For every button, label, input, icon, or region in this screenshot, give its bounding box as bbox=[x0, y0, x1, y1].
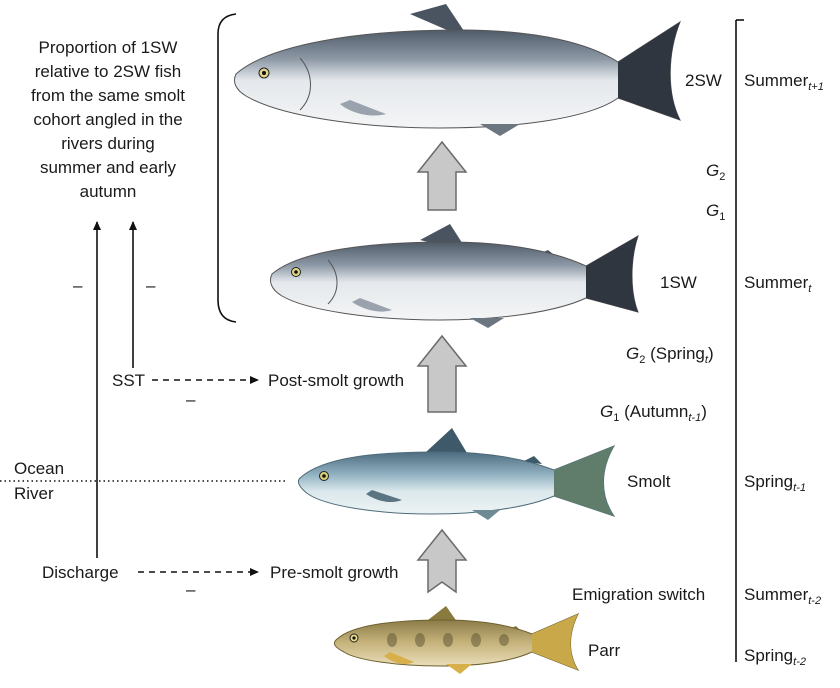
salmon-1sw-illustration bbox=[270, 224, 638, 328]
timeline-summer-t-plus-1: Summert+1 bbox=[744, 71, 824, 91]
post-smolt-growth-label: Post-smolt growth bbox=[268, 371, 404, 391]
proportion-line: autumn bbox=[6, 180, 210, 204]
g2-label: G2 bbox=[706, 161, 725, 181]
g2-spring-label: G2 (Springt) bbox=[626, 344, 714, 364]
sign-discharge-proportion: – bbox=[73, 276, 82, 296]
discharge-label: Discharge bbox=[42, 563, 119, 583]
emigration-switch-label: Emigration switch bbox=[572, 585, 705, 605]
proportion-line: relative to 2SW fish bbox=[6, 60, 210, 84]
stage-2sw-label: 2SW bbox=[685, 71, 722, 91]
sst-label: SST bbox=[112, 371, 145, 391]
smolt-illustration bbox=[298, 428, 614, 520]
timeline-spring-t-minus-1: Springt-1 bbox=[744, 472, 806, 492]
sign-sst-growth: – bbox=[186, 390, 195, 410]
proportion-line: from the same smolt bbox=[6, 84, 210, 108]
stage-parr-label: Parr bbox=[588, 641, 620, 661]
stage-arrow-1sw-to-2sw bbox=[418, 142, 466, 210]
parr-illustration bbox=[334, 606, 578, 674]
stage-arrow-smolt-to-1sw bbox=[418, 336, 466, 412]
pre-smolt-growth-label: Pre-smolt growth bbox=[270, 563, 398, 583]
proportion-line: Proportion of 1SW bbox=[6, 36, 210, 60]
g1-label: G1 bbox=[706, 201, 725, 221]
ocean-label: Ocean bbox=[14, 459, 64, 479]
sign-discharge-growth: – bbox=[186, 580, 195, 600]
proportion-label: Proportion of 1SW relative to 2SW fish f… bbox=[6, 36, 210, 204]
g1-autumn-label: G1 (Autumnt-1) bbox=[600, 402, 707, 422]
timeline-summer-t: Summert bbox=[744, 273, 811, 293]
sign-sst-proportion: – bbox=[146, 276, 155, 296]
river-label: River bbox=[14, 484, 54, 504]
adult-bracket bbox=[218, 14, 236, 322]
stage-arrow-parr-to-smolt bbox=[418, 530, 466, 592]
salmon-2sw-illustration bbox=[234, 4, 680, 136]
timeline-summer-t-minus-2: Summert-2 bbox=[744, 585, 821, 605]
stage-1sw-label: 1SW bbox=[660, 273, 697, 293]
timeline-spring-t-minus-2: Springt-2 bbox=[744, 646, 806, 666]
proportion-line: cohort angled in the bbox=[6, 108, 210, 132]
proportion-line: rivers during bbox=[6, 132, 210, 156]
proportion-line: summer and early bbox=[6, 156, 210, 180]
stage-smolt-label: Smolt bbox=[627, 472, 670, 492]
